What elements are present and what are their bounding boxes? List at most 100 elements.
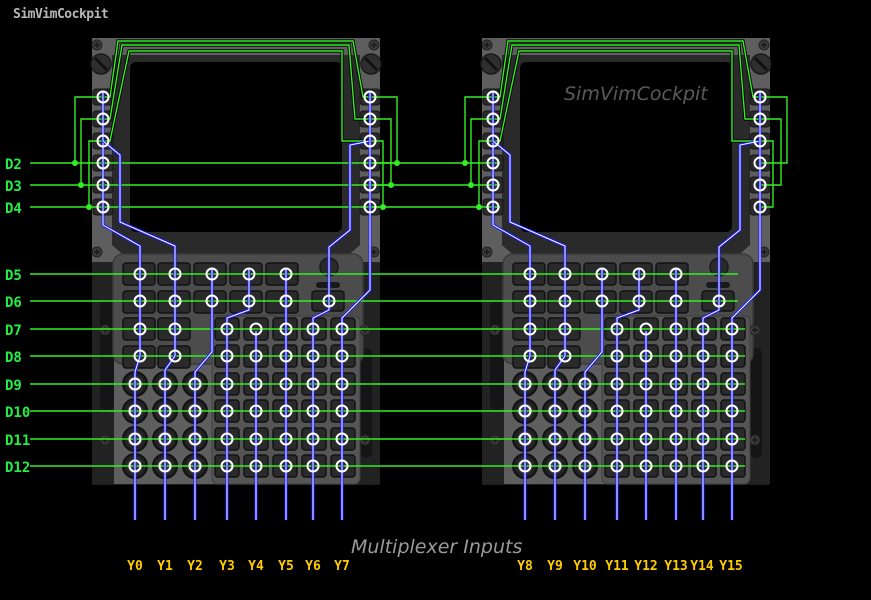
screw-slot <box>94 249 100 255</box>
matrix-node <box>548 459 562 473</box>
matrix-node <box>639 377 653 391</box>
matrix-node <box>558 322 572 336</box>
column-trace-Y3-core <box>226 268 250 520</box>
matrix-node <box>639 322 653 336</box>
matrix-node <box>96 134 110 148</box>
matrix-node <box>96 178 110 192</box>
matrix-node <box>158 404 172 418</box>
matrix-node <box>220 377 234 391</box>
matrix-node <box>335 322 349 336</box>
knob-slot <box>753 56 769 72</box>
matrix-node <box>610 459 624 473</box>
matrix-node <box>205 267 219 281</box>
matrix-node <box>578 432 592 446</box>
matrix-node <box>639 404 653 418</box>
matrix-node <box>696 404 710 418</box>
matrix-node <box>610 322 624 336</box>
display-screen <box>130 62 342 232</box>
matrix-node <box>486 112 500 126</box>
matrix-node <box>306 349 320 363</box>
matrix-node <box>133 322 147 336</box>
column-trace-Y8-core <box>492 92 531 520</box>
matrix-node <box>632 294 646 308</box>
matrix-node <box>518 432 532 446</box>
left-slot <box>490 300 504 410</box>
screw-slot <box>492 327 498 333</box>
matrix-node <box>669 294 683 308</box>
matrix-node <box>669 377 683 391</box>
matrix-node <box>518 377 532 391</box>
column-label-Y0: Y0 <box>127 559 143 574</box>
matrix-node <box>158 432 172 446</box>
function-key <box>265 290 299 314</box>
matrix-node <box>96 200 110 214</box>
matrix-node <box>696 432 710 446</box>
matrix-node <box>363 112 377 126</box>
matrix-node <box>363 134 377 148</box>
matrix-node <box>279 377 293 391</box>
matrix-node <box>168 267 182 281</box>
matrix-node <box>696 459 710 473</box>
matrix-node <box>128 432 142 446</box>
matrix-node <box>753 90 767 104</box>
screw-slot <box>761 42 767 48</box>
function-key <box>583 290 617 314</box>
matrix-node <box>335 349 349 363</box>
matrix-node <box>725 377 739 391</box>
matrix-node <box>279 459 293 473</box>
matrix-node <box>279 267 293 281</box>
matrix-node <box>725 322 739 336</box>
matrix-node <box>753 178 767 192</box>
matrix-node <box>610 404 624 418</box>
matrix-node <box>486 156 500 170</box>
matrix-node <box>128 377 142 391</box>
right-slot <box>360 348 372 458</box>
matrix-node <box>610 349 624 363</box>
column-trace-Y7-core <box>341 92 371 520</box>
matrix-node <box>133 349 147 363</box>
column-trace-Y10-core <box>584 268 603 520</box>
left-loop-0-0 <box>74 96 103 163</box>
matrix-node <box>133 294 147 308</box>
matrix-node <box>363 90 377 104</box>
column-trace-Y6-core <box>312 140 371 520</box>
row-label-D3: D3 <box>5 179 22 195</box>
column-label-Y3: Y3 <box>219 559 235 574</box>
matrix-node <box>669 432 683 446</box>
matrix-node <box>220 432 234 446</box>
function-key <box>655 290 689 314</box>
matrix-node <box>205 294 219 308</box>
matrix-node <box>753 200 767 214</box>
screw-slot <box>484 249 490 255</box>
matrix-node <box>523 322 537 336</box>
function-key <box>619 290 653 314</box>
left-slot <box>100 300 114 410</box>
screw-slot <box>371 42 377 48</box>
knob-slot <box>93 56 109 72</box>
matrix-node <box>610 432 624 446</box>
matrix-node <box>669 267 683 281</box>
matrix-node <box>518 459 532 473</box>
row-label-D11: D11 <box>5 433 30 449</box>
row-label-D4: D4 <box>5 201 22 217</box>
matrix-node <box>486 178 500 192</box>
row-label-D9: D9 <box>5 378 22 394</box>
column-trace-Y14-core <box>702 140 761 520</box>
matrix-node <box>168 322 182 336</box>
matrix-node <box>249 377 263 391</box>
column-label-Y11: Y11 <box>605 559 629 574</box>
matrix-node <box>306 432 320 446</box>
matrix-node <box>96 156 110 170</box>
column-label-Y15: Y15 <box>719 559 742 574</box>
matrix-node <box>188 404 202 418</box>
matrix-node <box>523 267 537 281</box>
right-slot <box>750 348 762 458</box>
matrix-node <box>558 267 572 281</box>
matrix-node <box>128 459 142 473</box>
matrix-node <box>725 404 739 418</box>
matrix-node <box>610 377 624 391</box>
matrix-node <box>669 322 683 336</box>
matrix-node <box>548 377 562 391</box>
column-label-Y12: Y12 <box>634 559 657 574</box>
